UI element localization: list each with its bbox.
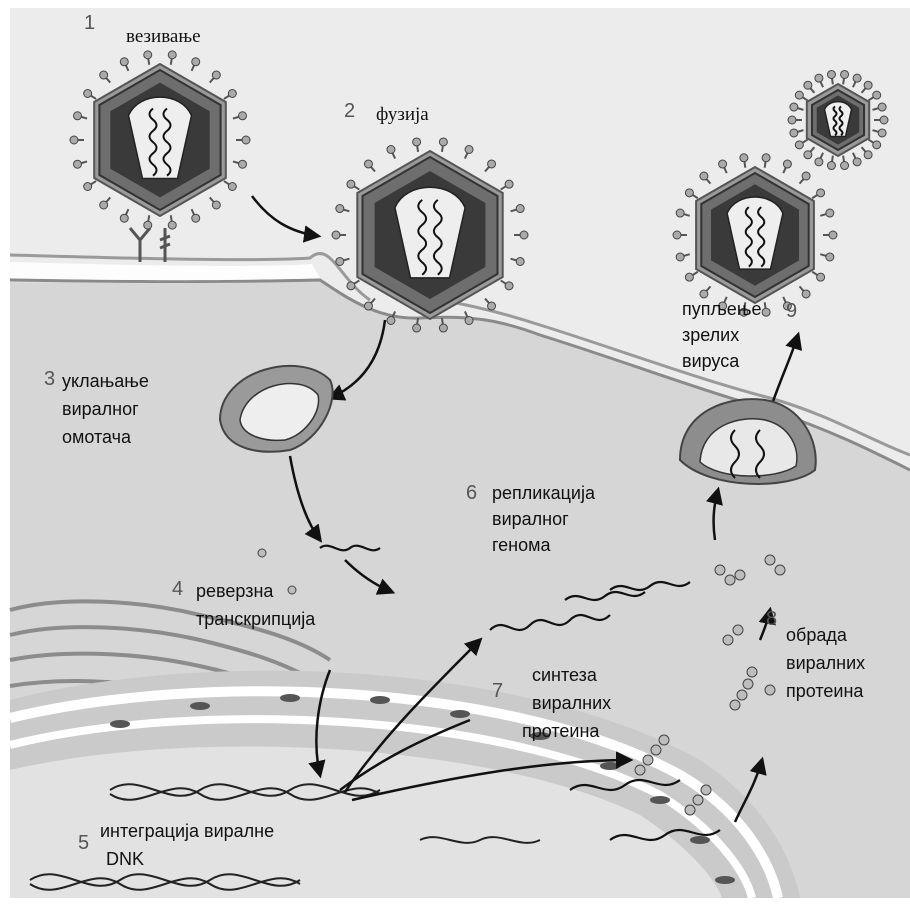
step-5-label-line-2: DNK	[106, 848, 144, 870]
step-1-label: везивање	[126, 26, 201, 48]
step-6-label-line-2: виралног	[492, 508, 569, 530]
step-8-number: 8	[766, 608, 777, 631]
step-8-label-line-3: протеина	[786, 680, 863, 702]
step-6-label-line-1: репликација	[492, 482, 595, 504]
step-3-label-line-1: уклањање	[62, 370, 149, 392]
step-7-number: 7	[492, 680, 503, 703]
step-9-number: 9	[786, 300, 797, 323]
step-4-label-line-2: транскрипција	[196, 608, 315, 630]
step-5-number: 5	[78, 832, 89, 855]
step-8-label-line-2: виралних	[786, 652, 865, 674]
step-7-label-line-1: синтеза	[532, 664, 597, 686]
step-6-number: 6	[466, 482, 477, 505]
step-5-label-line-1: интеграција виралне	[100, 820, 274, 842]
step-3-label-line-2: виралног	[62, 398, 139, 420]
step-4-number: 4	[172, 578, 183, 601]
step-3-number: 3	[44, 368, 55, 391]
step-1-number: 1	[84, 12, 95, 35]
step-9-label-line-2: зрелих	[682, 324, 739, 346]
step-7-label-line-2: виралних	[532, 692, 611, 714]
step-2-number: 2	[344, 100, 355, 123]
step-7-label-line-3: протеина	[522, 720, 599, 742]
step-6-label-line-3: генома	[492, 534, 551, 556]
step-2-label: фузија	[376, 104, 429, 126]
step-3-label-line-3: омотача	[62, 426, 131, 448]
step-4-label-line-1: реверзна	[196, 580, 273, 602]
step-9-label-line-1: пупљење	[682, 298, 761, 320]
step-8-label-line-1: обрада	[786, 624, 847, 646]
step-9-label-line-3: вируса	[682, 350, 739, 372]
